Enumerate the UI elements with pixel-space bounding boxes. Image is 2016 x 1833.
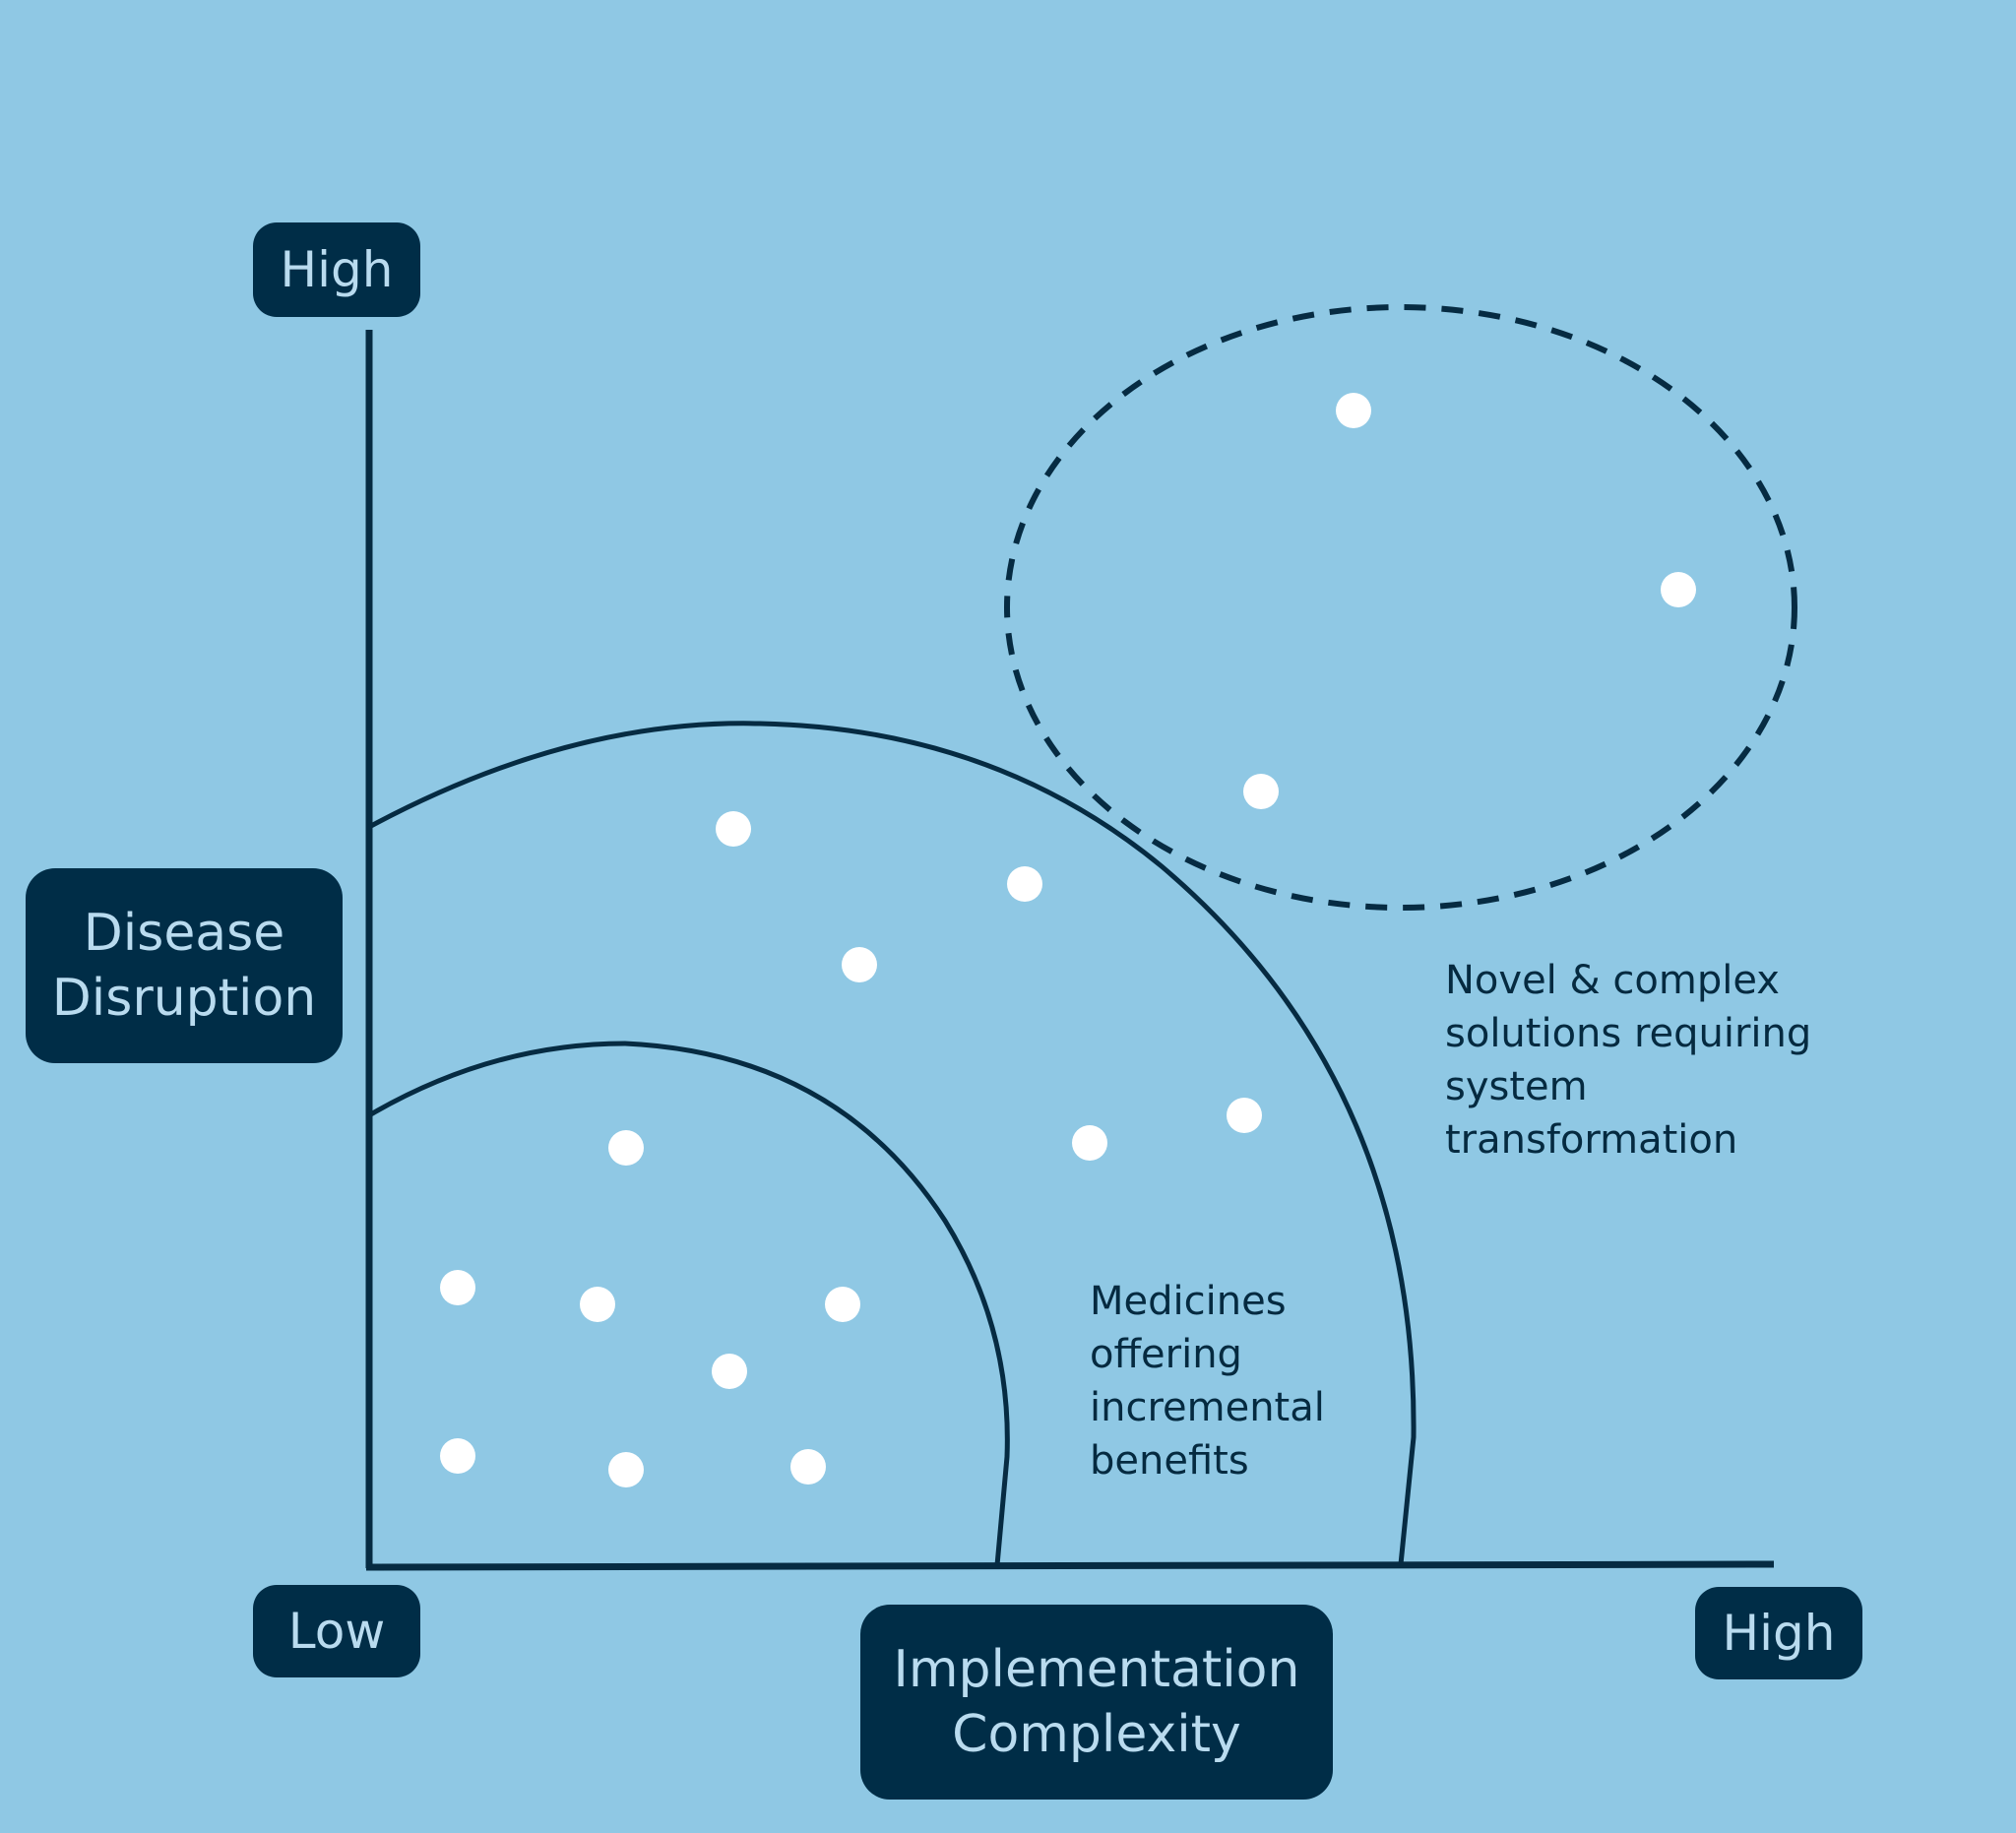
dot [842,947,877,982]
dot [608,1452,644,1487]
x-axis-high-label: High [1695,1587,1862,1679]
dot [1007,866,1042,902]
inner-region-annotation: Medicines offering incremental benefits [1090,1279,1325,1484]
dot [1072,1125,1107,1161]
dot [716,811,751,847]
dot [1243,774,1279,809]
y-axis-title: Disease Disruption [26,868,343,1063]
y-axis-high-label: High [253,222,420,317]
dot [1227,1098,1262,1133]
dot [580,1287,615,1322]
dot [608,1130,644,1166]
x-axis-low-label: Low [253,1585,420,1677]
x-axis-title: Implementation Complexity [860,1605,1333,1800]
dashed-transformation-ellipse [1004,304,1797,911]
dot [1661,572,1696,607]
outer-region-arc [367,721,1417,1565]
dot [712,1354,747,1389]
dot [440,1270,475,1305]
dot [825,1287,860,1322]
x-axis-line [365,1560,1775,1571]
dot [1336,393,1371,428]
dot [440,1438,475,1474]
inner-region-arc [367,1041,1010,1566]
outer-region-annotation: Novel & complex solutions requiring syst… [1445,958,1812,1163]
dot [790,1449,826,1485]
